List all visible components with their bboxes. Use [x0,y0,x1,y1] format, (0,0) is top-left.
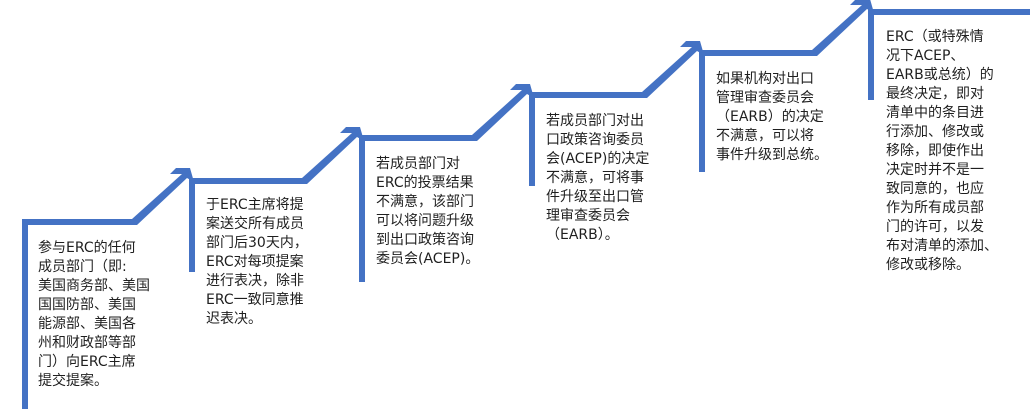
step-2-text: 于ERC主席将提 案送交所有成员 部门后30天内， ERC对每项提案 进行表决，… [206,197,308,327]
step-6-text: ERC（或特殊情 况下ACEP、 EARB或总统）的 最终决定，即对 清单中的条… [886,29,998,273]
step-arrow-3 [359,84,534,282]
step-3-text: 若成员部门对 ERC的投票结果 不满意，该部门 可以将问题升级 到出口政策咨询 … [376,156,480,267]
step-arrow-5 [699,0,874,172]
step-arrow-2 [189,127,364,272]
step-arrow-4 [529,41,704,186]
step-5-text: 如果机构对出口 管理审查委员会 （EARB）的决定 不满意，可以将 事件升级到总… [716,71,828,163]
step-1-text: 参与ERC的任何 成员部门（即: 美国商务部、美国 国国防部、美国 能源部、美国… [38,240,150,389]
step-4-text: 若成员部门对出 口政策咨询委员 会(ACEP)的决定 不满意，可将事 件升级至出… [546,113,650,243]
